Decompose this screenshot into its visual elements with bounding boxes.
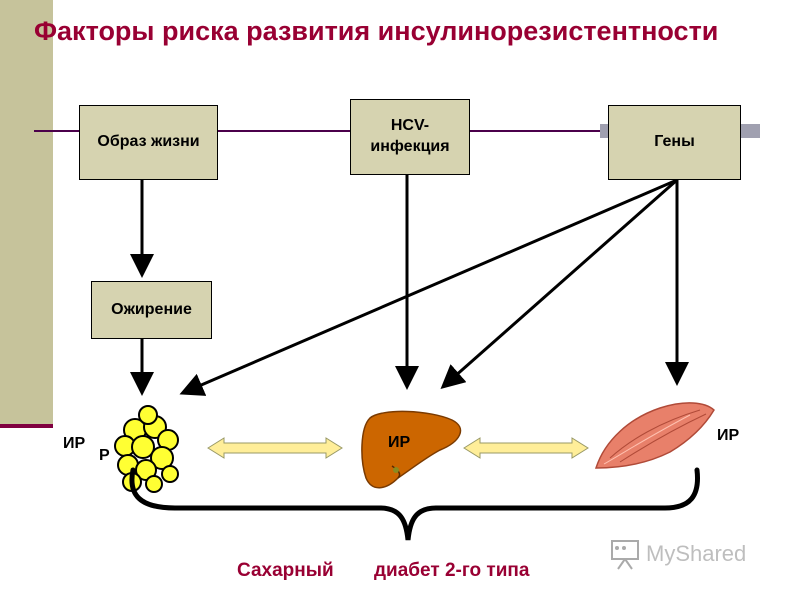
box-genes: Гены xyxy=(608,105,741,180)
box-hcv-infection: HCV- инфекция xyxy=(350,99,470,175)
diabetes-caption-word2: диабет 2-го типа xyxy=(374,560,530,581)
line-decoration-left xyxy=(600,124,610,138)
slide-title: Факторы риска развития инсулинорезистент… xyxy=(34,16,719,46)
side-bar xyxy=(0,0,53,427)
ir-label-muscle: ИР xyxy=(717,427,740,444)
box-lifestyle: Образ жизни xyxy=(79,105,218,180)
box-hcv-label-line2: инфекция xyxy=(370,138,450,155)
curly-brace xyxy=(129,467,701,541)
line-decoration-right xyxy=(740,124,760,138)
arrow-genes-to-adipose xyxy=(179,178,678,396)
stray-letter: Р xyxy=(99,447,110,464)
ir-label-adipose: ИР xyxy=(63,435,86,452)
box-obesity: Ожирение xyxy=(91,281,212,339)
box-obesity-label: Ожирение xyxy=(111,300,192,318)
box-lifestyle-label: Образ жизни xyxy=(97,133,200,151)
arrow-genes-to-liver xyxy=(440,178,678,389)
fat-cells-icon xyxy=(114,405,179,493)
liver-icon xyxy=(361,410,462,489)
ir-label-liver: ИР xyxy=(388,434,411,451)
watermark-text: MyShared xyxy=(646,541,747,566)
box-hcv-label-line1: HCV- xyxy=(390,117,430,135)
presentation-board-icon xyxy=(611,540,639,570)
diabetes-caption-word1: Сахарный xyxy=(237,560,334,581)
double-arrow-adipose-liver xyxy=(207,437,343,459)
box-genes-label: Гены xyxy=(654,133,695,151)
side-bar-edge xyxy=(0,424,53,428)
muscle-icon xyxy=(594,402,715,469)
double-arrow-liver-muscle xyxy=(463,437,589,459)
watermark: MyShared xyxy=(608,537,768,573)
